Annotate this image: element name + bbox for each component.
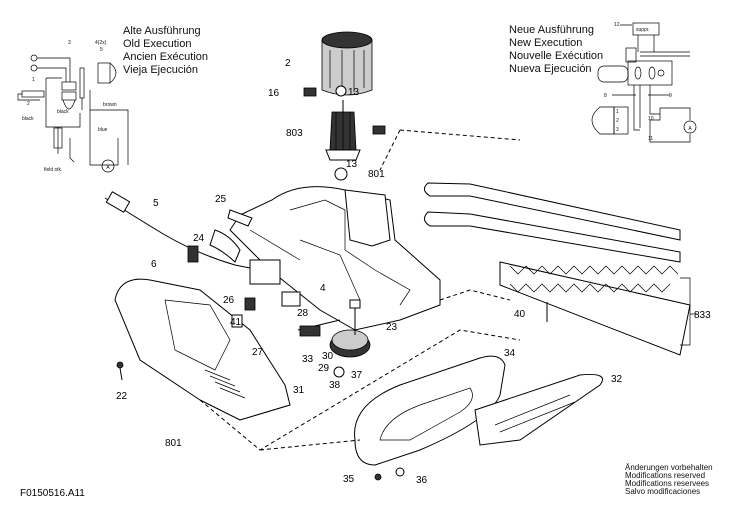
label-30: 30 <box>322 351 334 362</box>
label-26: 26 <box>223 295 235 306</box>
wire-label: 3 <box>68 40 71 46</box>
label-833: 833 <box>694 310 711 321</box>
front-housing <box>114 278 291 421</box>
label-801: 801 <box>368 169 385 180</box>
label-13: 13 <box>348 87 360 98</box>
wire-label: blue <box>98 127 108 133</box>
wire-label: 3 <box>616 127 619 133</box>
new-execution-title: Neue Ausführung New Execution Nouvelle E… <box>509 24 603 75</box>
label-37: 37 <box>351 370 363 381</box>
notice-de: Änderungen vorbehalten <box>625 463 713 472</box>
label-40: 40 <box>514 309 526 320</box>
new-wiring-diagram: suppr. 12 8 9 1 2 3 A 10 11 <box>591 22 697 143</box>
wire-label: 10 <box>648 116 654 122</box>
motor-armature <box>303 85 386 181</box>
label-25: 25 <box>215 194 227 205</box>
notice-es: Salvo modificaciones <box>625 487 700 496</box>
title-es: Vieja Ejecución <box>123 64 198 76</box>
blade-assembly <box>424 182 697 356</box>
label-31: 31 <box>293 385 305 396</box>
wire-label: 11 <box>648 136 653 142</box>
wire-label: field stk. <box>44 167 62 173</box>
title-es: Nueva Ejecución <box>509 63 592 75</box>
title-de: Alte Ausführung <box>123 25 201 37</box>
title-fr: Nouvelle Exécution <box>509 50 603 62</box>
title-en: Old Execution <box>123 38 191 50</box>
motor-stator <box>321 31 373 96</box>
label-24: 24 <box>193 233 205 244</box>
rear-housing <box>229 186 441 331</box>
wire-label: 1 <box>616 109 619 115</box>
label-29: 29 <box>318 363 330 374</box>
wire-label: 4(2x) <box>95 40 107 46</box>
label-36: 36 <box>416 475 428 486</box>
wire-label: 2 <box>27 101 30 107</box>
label-13: 13 <box>346 159 358 170</box>
label-38: 38 <box>329 380 341 391</box>
drawing-id: F0150516.A11 <box>20 488 85 499</box>
wire-label: brown <box>103 102 117 108</box>
motor-symbol: A <box>106 165 110 171</box>
power-cable <box>104 191 261 271</box>
label-27: 27 <box>252 347 264 358</box>
wire-label: 9 <box>669 93 672 99</box>
label-5: 5 <box>153 198 159 209</box>
hand-guard <box>474 374 603 446</box>
title-fr: Ancien Exécution <box>123 51 208 63</box>
screws <box>116 361 405 481</box>
gear <box>329 299 371 378</box>
modification-notice: Änderungen vorbehalten Modifications res… <box>625 463 713 496</box>
wire-label: 2 <box>616 118 619 124</box>
old-wiring-diagram: A 1 2 3 4(2x) 5 black black brown blue f… <box>17 40 129 173</box>
notice-fr: Modifications reservees <box>625 479 709 488</box>
switch-parts <box>209 209 341 337</box>
wire-label: black <box>22 116 34 122</box>
label-16: 16 <box>268 88 280 99</box>
label-34: 34 <box>504 348 516 359</box>
title-de: Neue Ausführung <box>509 24 594 36</box>
wire-label: 8 <box>604 93 607 99</box>
label-803: 803 <box>286 128 303 139</box>
title-en: New Execution <box>509 37 582 49</box>
label-6: 6 <box>151 259 157 270</box>
wire-label: 1 <box>32 77 35 83</box>
label-33: 33 <box>302 354 314 365</box>
part-labels: 2 16 13 803 13 801 5 25 24 6 4 26 28 41 … <box>116 58 711 486</box>
label-801: 801 <box>165 438 182 449</box>
label-41: 41 <box>230 317 242 328</box>
wire-label: 5 <box>100 47 103 53</box>
label-22: 22 <box>116 391 128 402</box>
notice-en: Modifications reserved <box>625 471 705 480</box>
wire-label: black <box>57 109 69 115</box>
old-execution-title: Alte Ausführung Old Execution Ancien Exé… <box>123 25 208 76</box>
label-2: 2 <box>285 58 291 69</box>
front-handle <box>354 355 506 466</box>
wire-label: 12 <box>614 22 620 28</box>
label-23: 23 <box>386 322 398 333</box>
label-4: 4 <box>320 283 326 294</box>
label-28: 28 <box>297 308 309 319</box>
wire-label: suppr. <box>636 27 650 33</box>
label-35: 35 <box>343 474 355 485</box>
motor-symbol: A <box>688 126 692 132</box>
label-32: 32 <box>611 374 623 385</box>
